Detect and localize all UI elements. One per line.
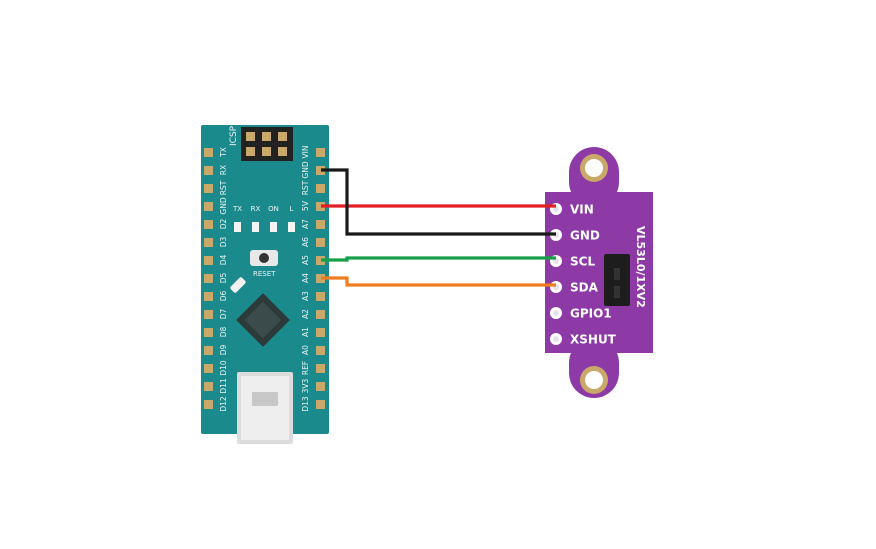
arduino-left-pin-pad xyxy=(204,238,213,247)
arduino-right-pin-label: GND xyxy=(301,161,310,178)
arduino-right-pin-pad xyxy=(316,310,325,319)
wire-a4-to-sda xyxy=(321,276,556,287)
arduino-right-pin-label: A6 xyxy=(301,237,310,247)
arduino-left-pin-label: D8 xyxy=(219,326,228,337)
sensor-pin-label: SCL xyxy=(570,255,595,269)
arduino-right-pin-label: 3V3 xyxy=(301,378,310,393)
microcontroller-chip xyxy=(236,293,290,347)
wire-a5-to-scl xyxy=(321,256,556,262)
icsp-pin xyxy=(262,132,271,141)
wire-gnd-to-gnd xyxy=(321,168,556,236)
arduino-left-pin-label: RST xyxy=(219,180,228,195)
arduino-left-pin-pad xyxy=(204,202,213,211)
arduino-right-pin-pad xyxy=(316,184,325,193)
icsp-label: ICSP xyxy=(229,125,239,146)
arduino-left-pin-pad xyxy=(204,400,213,409)
sensor-pin-label: VIN xyxy=(570,203,594,217)
arduino-right-pin-label: A4 xyxy=(301,273,310,283)
arduino-left-pin-pad xyxy=(204,310,213,319)
arduino-right-pin-pad xyxy=(316,400,325,409)
arduino-left-pin-pad xyxy=(204,148,213,157)
arduino-right-pin-label: D13 xyxy=(301,396,310,412)
icsp-pin xyxy=(246,132,255,141)
arduino-left-pin-label: D9 xyxy=(219,344,228,355)
arduino-board-body xyxy=(201,125,329,434)
arduino-right-pin-pad xyxy=(316,382,325,391)
arduino-right-pin-label: RST xyxy=(301,180,310,195)
reset-button xyxy=(250,250,278,266)
arduino-left-pin-label: D2 xyxy=(219,218,228,229)
arduino-right-pin-pad xyxy=(316,274,325,283)
arduino-right-pin-label: REF xyxy=(301,361,310,375)
arduino-left-pin-pad xyxy=(204,274,213,283)
icsp-pin xyxy=(262,147,271,156)
arduino-left-pin-pad xyxy=(204,346,213,355)
arduino-left-pin-pad xyxy=(204,292,213,301)
icsp-header xyxy=(241,127,293,161)
led-indicator xyxy=(252,222,259,232)
arduino-right-pin-label: A7 xyxy=(301,219,310,229)
sensor-pin-label: GND xyxy=(570,229,600,243)
arduino-right-pin-pad xyxy=(316,166,325,175)
arduino-right-pin-pad xyxy=(316,202,325,211)
arduino-right-pin-pad xyxy=(316,220,325,229)
wires xyxy=(321,168,556,287)
arduino-left-pin-label: D11 xyxy=(219,378,228,394)
arduino-right-pin-label: VIN xyxy=(301,146,310,159)
arduino-right-pin-pad xyxy=(316,148,325,157)
arduino-right-pin-pad xyxy=(316,256,325,265)
arduino-right-pin-pad xyxy=(316,238,325,247)
crystal-component xyxy=(230,277,246,293)
arduino-left-pin-pad xyxy=(204,166,213,175)
arduino-right-pin-label: A0 xyxy=(301,345,310,355)
arduino-right-pin-label: A3 xyxy=(301,291,310,301)
sensor-name-label: VL53L0/1XV2 xyxy=(634,226,647,308)
arduino-left-pin-label: D10 xyxy=(219,360,228,376)
arduino-right-pin-pad xyxy=(316,364,325,373)
arduino-left-pin-label: D4 xyxy=(219,254,228,265)
arduino-left-pin-label: D5 xyxy=(219,272,228,283)
led-label: ON xyxy=(268,205,279,213)
arduino-left-pin-label: D3 xyxy=(219,236,228,247)
led-label: RX xyxy=(251,205,261,213)
arduino-left-pin-pad xyxy=(204,256,213,265)
arduino-left-pin-label: TX xyxy=(219,147,228,158)
icsp-pin xyxy=(278,132,287,141)
usb-connector xyxy=(237,372,293,444)
arduino-left-pin-label: D7 xyxy=(219,308,228,319)
led-label: L xyxy=(290,205,294,213)
arduino-left-pin-pad xyxy=(204,364,213,373)
led-indicator xyxy=(288,222,295,232)
icsp-pin xyxy=(246,147,255,156)
arduino-right-pin-pad xyxy=(316,346,325,355)
sensor-pin-label: GPIO1 xyxy=(570,307,612,321)
arduino-left-pin-pad xyxy=(204,382,213,391)
led-indicator xyxy=(234,222,241,232)
sensor-pin-label: XSHUT xyxy=(570,333,617,347)
arduino-left-pin-pad xyxy=(204,328,213,337)
icsp-pin xyxy=(278,147,287,156)
led-indicator xyxy=(270,222,277,232)
arduino-nano-board: ICSP TX RX RST GND D2D3D4D5D6D7D8D9D10D11D12… xyxy=(201,125,329,444)
arduino-right-pin-label: A1 xyxy=(301,327,310,337)
sensor-board-body xyxy=(545,192,653,353)
arduino-left-pin-label: GND xyxy=(219,197,228,214)
arduino-left-pin-label: D12 xyxy=(219,396,228,412)
arduino-right-pin-pad xyxy=(316,292,325,301)
arduino-left-pin-label: D6 xyxy=(219,290,228,301)
tof-sensor-chip xyxy=(604,254,630,306)
sensor-pin-label: SDA xyxy=(570,281,599,295)
arduino-right-pin-label: A5 xyxy=(301,255,310,265)
arduino-right-pin-label: 5V xyxy=(301,200,310,211)
arduino-left-pin-pad xyxy=(204,220,213,229)
led-label: TX xyxy=(232,205,242,213)
arduino-left-pin-label: RX xyxy=(219,165,228,175)
arduino-right-pin-pad xyxy=(316,328,325,337)
arduino-left-pin-pad xyxy=(204,184,213,193)
arduino-right-pin-label: A2 xyxy=(301,309,310,319)
reset-label: RESET xyxy=(253,270,276,278)
